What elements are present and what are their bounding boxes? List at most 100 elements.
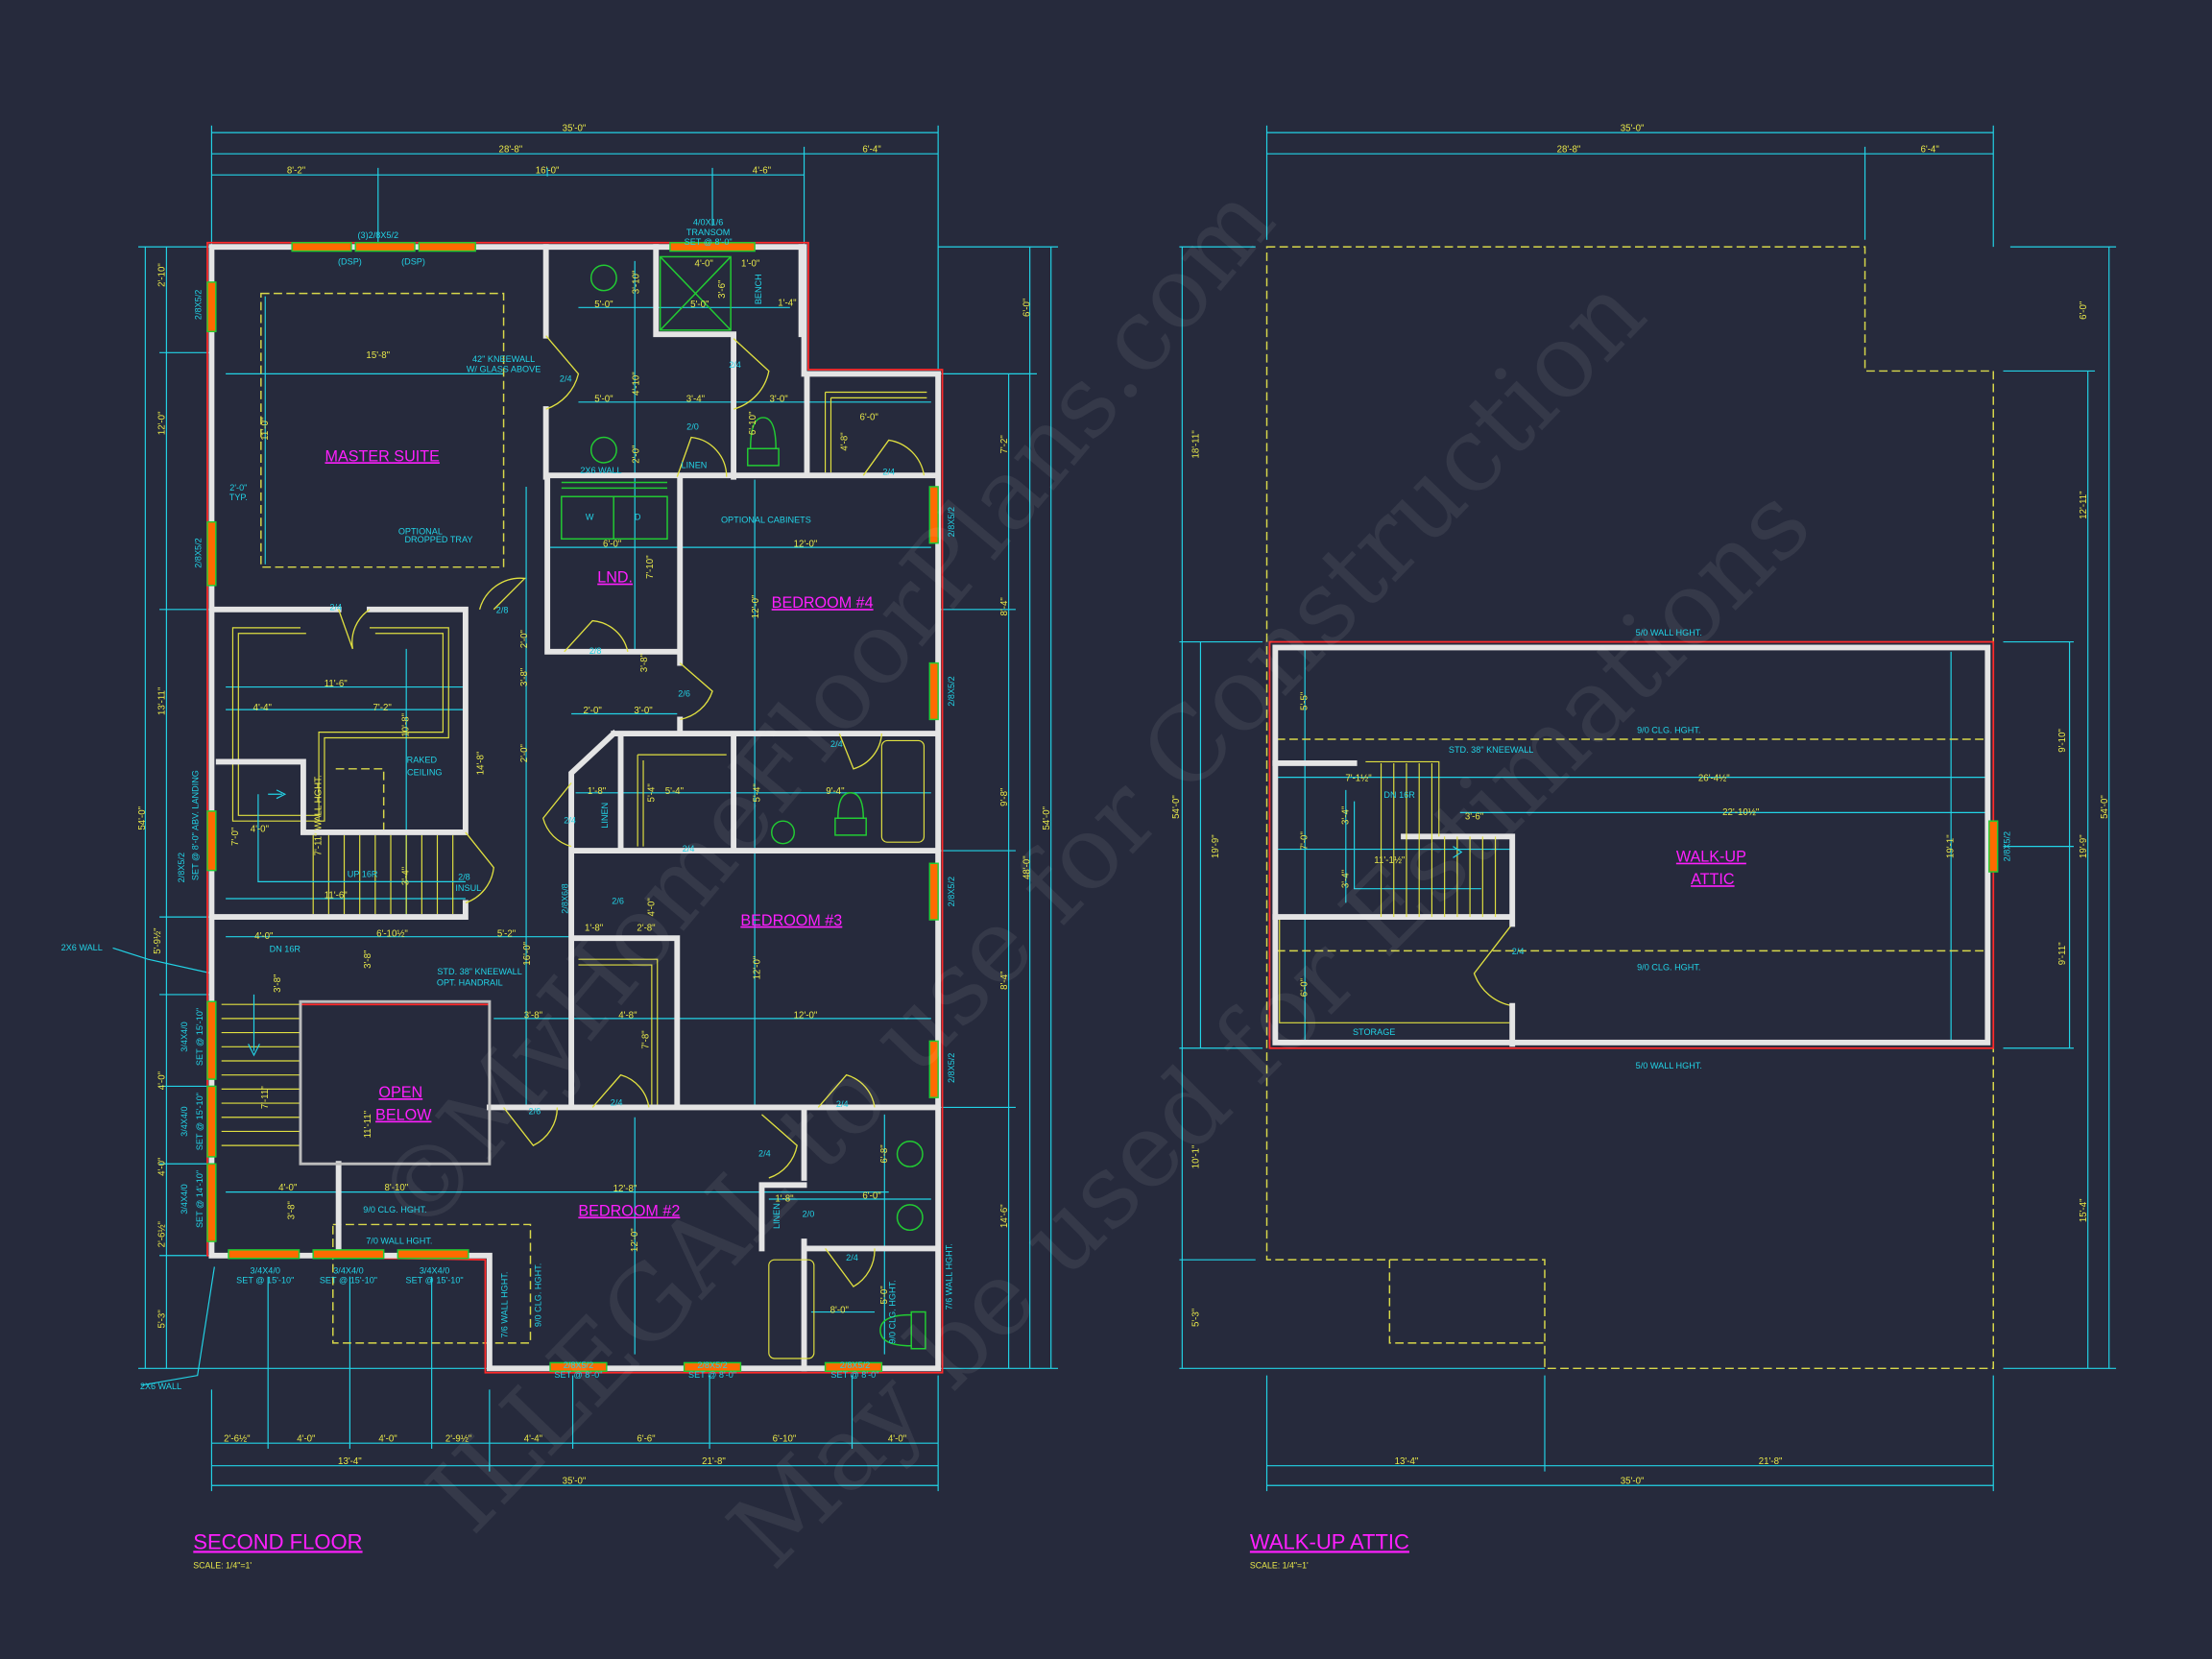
window: [928, 661, 939, 721]
dimension-label: 4'-6": [753, 165, 772, 176]
note-label: OPT. HANDRAIL: [437, 978, 503, 988]
dimension-label: 19'-9": [2079, 834, 2089, 858]
note-label: 9/0 CLG. HGHT.: [888, 1280, 898, 1343]
window-label: 2/8X5/2: [194, 538, 204, 567]
dimension-label: 1'-8": [585, 923, 604, 933]
window-label: 2/8X5/2: [564, 1360, 593, 1370]
attic-scale: SCALE: 1/4"=1': [1250, 1560, 1309, 1570]
window: [206, 1163, 217, 1242]
window-label: SET @ 15'-10": [195, 1093, 204, 1150]
dimension-label: 9'-11": [2057, 942, 2068, 966]
dimension-label: 15'-4": [2079, 1198, 2089, 1222]
dimension-label: 22'-10½": [1722, 807, 1760, 818]
window-label: (DSP): [338, 257, 362, 267]
window: [206, 1000, 217, 1080]
dimension-label: 3'-8": [287, 1201, 298, 1220]
dimension-label: 1'-8": [775, 1194, 794, 1205]
door-label: 2/4: [882, 468, 895, 477]
dimension-label: 6'-0": [1300, 977, 1310, 997]
note-label: W/ GLASS ABOVE: [467, 364, 541, 373]
dimension-label: 14'-8": [476, 751, 487, 775]
window: [206, 1085, 217, 1158]
door-label: 2/4: [846, 1253, 858, 1262]
window: [312, 1249, 385, 1260]
dimension-label: 11'-6": [325, 679, 349, 689]
dimension-label: 6'-0": [1022, 298, 1032, 317]
window: [683, 1361, 742, 1372]
dimension-label: 6'-4": [862, 144, 881, 155]
note-label: 7/6 WALL HGHT.: [944, 1243, 953, 1310]
window-label: 3/4X4/0: [180, 1184, 189, 1214]
dimension-label: 2'-0": [583, 706, 602, 716]
note-label: 9/0 CLG. HGHT.: [363, 1205, 426, 1214]
window-label: SET @ 15'-10": [406, 1276, 464, 1286]
dimension-label: 5'-5": [1300, 691, 1310, 710]
door-label: 2/8: [458, 872, 470, 881]
door-label: 2/6: [529, 1106, 541, 1116]
sink-icon: [589, 436, 617, 464]
attic-ceiling-lines: [1276, 738, 1989, 952]
note-label: 5/0 WALL HGHT.: [1636, 1061, 1702, 1070]
dimension-label: 8'-2": [287, 165, 306, 176]
note-label: 42" KNEEWALL: [472, 354, 535, 364]
storage-shelf: [1279, 920, 1510, 1023]
dimension-label: 7'-11" WALL HGHT.: [314, 775, 325, 855]
window: [549, 1361, 608, 1372]
dimension-label: 12'-8": [613, 1184, 637, 1194]
dimension-label: 3'-8": [524, 1011, 543, 1022]
window-label: SET @ 8'-0": [554, 1370, 602, 1380]
dimension-label: 48'-0": [1022, 855, 1032, 879]
dimension-label: 6'-10": [748, 411, 758, 435]
window: [206, 520, 217, 587]
window: [397, 1249, 469, 1260]
dimension-label: 28'-8": [1557, 144, 1581, 155]
staircase-down: [221, 789, 466, 1146]
dimension-label: 7'-8": [641, 1030, 652, 1049]
dimension-label: 2'-0": [519, 743, 530, 762]
door-label: 2/0: [686, 422, 699, 432]
note-label: STD. 38" KNEEWALL: [437, 967, 521, 976]
dimension-label: 1'-8": [588, 786, 607, 797]
dimension-label: 4'-0": [297, 1433, 316, 1444]
dimension-label: 6'-8": [879, 1144, 890, 1164]
door-label: 2/4: [329, 603, 342, 613]
dimension-label: 9'-8": [999, 787, 1010, 806]
window-label: SET @ 15'-10": [320, 1276, 377, 1286]
door-label: 2/8: [496, 606, 509, 615]
dimension-label: 3'-6": [717, 279, 728, 299]
bathtub-icon: [880, 739, 926, 843]
room-label: MASTER SUITE: [325, 447, 441, 465]
dimension-label: 2'-6½": [157, 1220, 168, 1247]
note-label: TYP.: [229, 493, 248, 502]
dimension-label: 10'-8": [401, 712, 412, 736]
dimension-label: 9'-10": [2057, 729, 2068, 753]
door-label: 2/0: [803, 1210, 815, 1219]
dimension-label: 5'-4": [665, 786, 685, 797]
sink-icon: [896, 1141, 924, 1167]
dimension-label: 54'-0": [137, 805, 148, 830]
door-label: 2/4: [758, 1148, 771, 1158]
window: [354, 242, 416, 252]
second-floor-fixtures: [561, 255, 926, 1359]
attic-title: WALK-UP ATTIC: [1250, 1529, 1409, 1553]
dimension-label: 11'-0": [260, 417, 271, 441]
dimension-label: 5'-3": [1191, 1308, 1202, 1327]
dimension-label: 4'-0": [888, 1433, 907, 1444]
toilet-icon: [879, 1310, 926, 1350]
window: [928, 862, 939, 921]
door-label: 2/4: [564, 816, 576, 826]
window-label: 2/8X5/2: [840, 1360, 870, 1370]
note-label: 7/0 WALL HGHT.: [366, 1236, 432, 1245]
dimension-label: 3'-0": [769, 394, 788, 404]
dimension-label: 8'-4": [999, 597, 1010, 616]
sink-icon: [896, 1204, 924, 1232]
dimension-label: 4'-0": [278, 1183, 298, 1193]
dimension-label: 4'-0": [157, 1070, 168, 1090]
dimension-label: 54'-0": [2100, 795, 2110, 819]
second-floor-windows: [206, 242, 939, 1372]
dimension-label: 3'-0": [634, 706, 653, 716]
dimension-label: 3'-8": [273, 974, 283, 993]
door-label: 2/4: [560, 374, 572, 384]
dimension-label: 3'-10": [631, 270, 641, 294]
room-label: BEDROOM #2: [578, 1202, 680, 1219]
